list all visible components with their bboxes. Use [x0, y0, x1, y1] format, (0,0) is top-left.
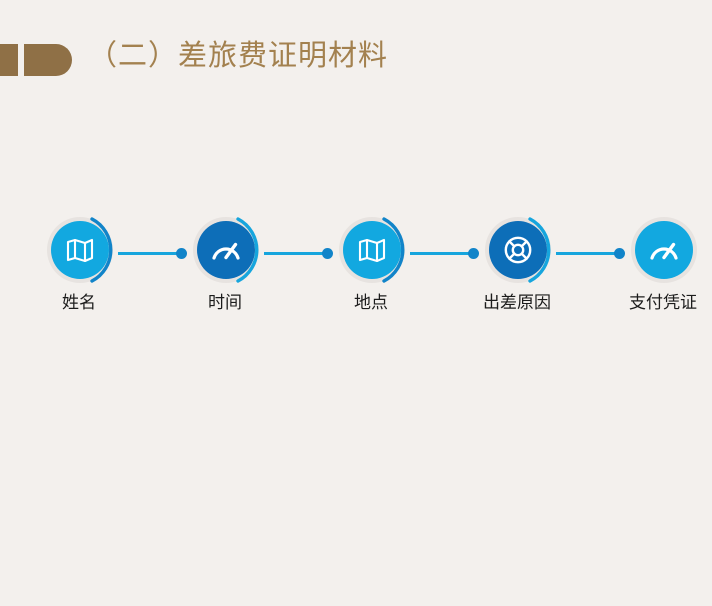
gauge-icon — [210, 237, 242, 263]
process-flow: 姓名 时间 — [0, 205, 712, 330]
step-disc — [343, 221, 401, 279]
connector-4-5 — [556, 248, 625, 260]
connector-3-4 — [410, 248, 479, 260]
step-disc — [51, 221, 109, 279]
decoration-bar — [24, 44, 72, 76]
gauge-icon — [648, 237, 680, 263]
step-icon-badge[interactable] — [339, 217, 405, 283]
step-icon-badge[interactable] — [47, 217, 113, 283]
connector-line — [264, 252, 330, 255]
lifebuoy-icon — [503, 235, 533, 265]
step-disc — [197, 221, 255, 279]
step-label: 出差原因 — [483, 293, 551, 313]
page-header: （二）差旅费证明材料 — [0, 0, 712, 110]
connector-dot — [468, 248, 479, 259]
process-step-5[interactable]: 支付凭证 — [617, 205, 709, 330]
map-icon — [65, 237, 95, 263]
process-step-2[interactable]: 时间 — [179, 205, 271, 330]
step-icon-badge[interactable] — [485, 217, 551, 283]
connector-dot — [614, 248, 625, 259]
step-label: 时间 — [208, 293, 242, 313]
step-icon-badge[interactable] — [631, 217, 697, 283]
decoration-tick — [0, 44, 18, 76]
step-label: 支付凭证 — [629, 293, 697, 313]
process-step-1[interactable]: 姓名 — [33, 205, 125, 330]
process-step-3[interactable]: 地点 — [325, 205, 417, 330]
process-step-4[interactable]: 出差原因 — [471, 205, 563, 330]
connector-1-2 — [118, 248, 187, 260]
step-disc — [635, 221, 693, 279]
connector-line — [410, 252, 476, 255]
map-icon — [357, 237, 387, 263]
connector-line — [118, 252, 184, 255]
step-label: 地点 — [354, 293, 388, 313]
step-icon-badge[interactable] — [193, 217, 259, 283]
step-disc — [489, 221, 547, 279]
connector-dot — [322, 248, 333, 259]
connector-2-3 — [264, 248, 333, 260]
step-label: 姓名 — [62, 293, 96, 313]
connector-dot — [176, 248, 187, 259]
brown-bar-decoration — [0, 44, 72, 76]
connector-line — [556, 252, 622, 255]
page-title: （二）差旅费证明材料 — [88, 40, 389, 72]
